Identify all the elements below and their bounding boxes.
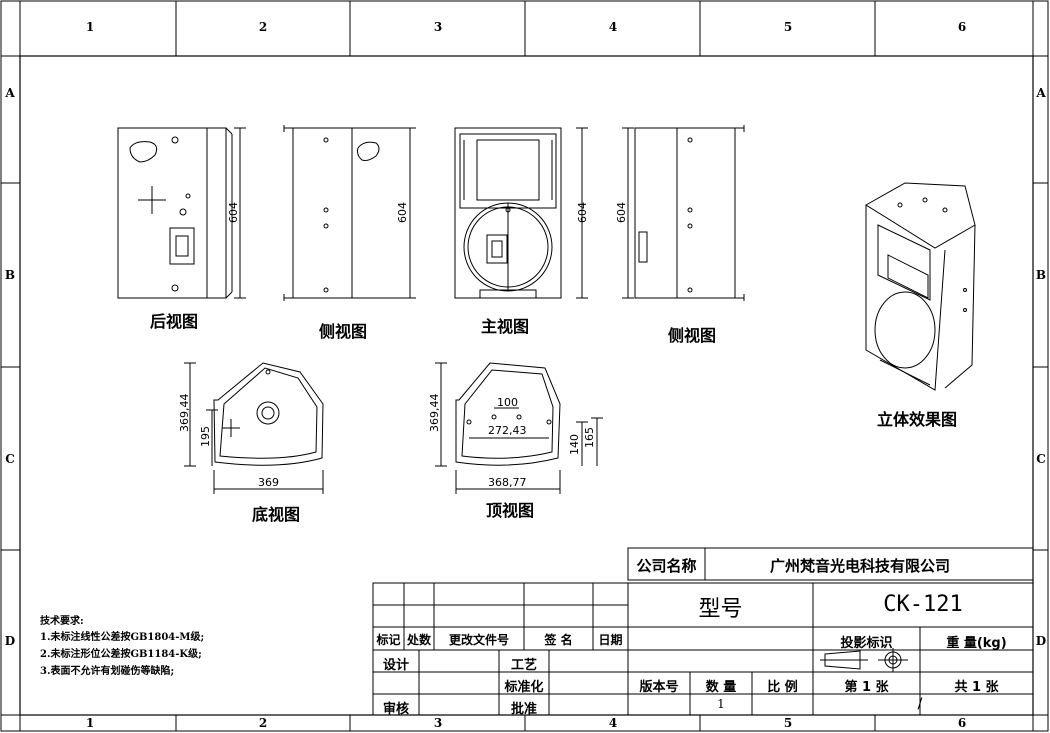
rear-dim <box>234 127 246 299</box>
quantity-value: 1 <box>717 697 725 711</box>
zone-row-d-right: D <box>1035 634 1047 648</box>
front-view-drawing <box>454 127 562 299</box>
zone-col-1-top: 1 <box>85 20 95 34</box>
weight-label: 重 量(kg) <box>946 636 1007 651</box>
model-value: CK-121 <box>883 592 963 617</box>
top-offset-140-dim: 140 <box>568 434 581 455</box>
top-view-drawing <box>455 362 561 466</box>
zone-col-2-top: 2 <box>258 20 268 34</box>
mark-header: 标记 <box>376 633 401 647</box>
approve-label: 批准 <box>510 702 537 717</box>
rear-view-label: 后视图 <box>150 312 199 331</box>
side-view-left-label: 侧视图 <box>319 322 368 341</box>
side-view-left-drawing <box>283 125 411 301</box>
bottom-offset-dim: 195 <box>199 426 212 447</box>
design-label: 设计 <box>382 658 409 673</box>
zone-row-d-left: D <box>4 634 16 648</box>
top-depth-dim: 369,44 <box>428 394 441 433</box>
review-label: 审核 <box>382 702 409 717</box>
change-doc-header: 更改文件号 <box>448 633 509 647</box>
side-dim-1 <box>404 127 416 299</box>
zone-row-c-left: C <box>5 452 15 466</box>
tech-req-item-1: 1.未标注线性公差按GB1804-M级; <box>40 632 205 643</box>
bottom-view-label: 底视图 <box>252 505 301 524</box>
zone-row-a-left: A <box>5 86 15 100</box>
title-block-grid <box>372 547 1034 716</box>
zone-col-3-top: 3 <box>433 20 443 34</box>
side-dim-2 <box>622 127 634 299</box>
iso-view-label: 立体效果图 <box>877 410 958 429</box>
zone-col-4-top: 4 <box>608 20 618 34</box>
top-width-dim: 368,77 <box>488 476 527 489</box>
tech-req-item-2: 2.未标注形位公差按GB1184-K级; <box>40 649 202 660</box>
zone-col-6-top: 6 <box>957 20 967 34</box>
front-height-dim: 604 <box>576 202 589 223</box>
company-name: 广州梵音光电科技有限公司 <box>769 557 950 575</box>
front-view-label: 主视图 <box>481 317 530 336</box>
zone-row-a-right: A <box>1036 86 1046 100</box>
bottom-depth-dim: 369,44 <box>178 394 191 433</box>
projection-symbol-icon <box>820 648 908 672</box>
zone-col-2-bottom: 2 <box>258 716 268 730</box>
tech-req-item-3: 3.表面不允许有划碰伤等缺陷; <box>40 666 175 677</box>
version-label: 版本号 <box>639 680 679 695</box>
process-label: 工艺 <box>510 658 537 673</box>
top-offset-165-dim: 165 <box>583 427 596 448</box>
date-header: 日期 <box>598 633 623 647</box>
weight-value-slash: / <box>917 696 923 712</box>
side-view-right-drawing <box>634 125 745 301</box>
bottom-width-dim: 369 <box>258 476 279 489</box>
company-label: 公司名称 <box>636 557 697 575</box>
signature-header: 签 名 <box>544 633 573 647</box>
top-dims <box>435 362 603 494</box>
top-view-label: 顶视图 <box>486 501 535 520</box>
zone-row-b-right: B <box>1035 268 1047 282</box>
iso-view-drawing <box>865 182 976 391</box>
top-hole-272-dim: 272,43 <box>488 424 527 437</box>
place-header: 处数 <box>406 633 431 647</box>
bottom-dims <box>184 362 324 494</box>
side-view-right-label: 侧视图 <box>668 326 717 345</box>
front-dim <box>576 127 588 299</box>
side-height-dim: 604 <box>396 202 409 223</box>
model-label: 型号 <box>698 597 743 622</box>
standard-label: 标准化 <box>504 680 544 695</box>
rear-height-dim: 604 <box>227 202 240 223</box>
zone-row-c-right: C <box>1036 452 1046 466</box>
zone-row-b-left: B <box>4 268 16 282</box>
quantity-label: 数 量 <box>705 680 737 695</box>
top-hole-100-dim: 100 <box>497 396 518 409</box>
zone-col-6-bottom: 6 <box>957 716 967 730</box>
scale-label: 比 例 <box>767 680 798 695</box>
zone-col-3-bottom: 3 <box>433 716 443 730</box>
side2-height-dim: 604 <box>615 202 628 223</box>
zone-col-5-bottom: 5 <box>783 716 793 730</box>
sheet-number: 第 1 张 <box>844 680 889 695</box>
bottom-view-drawing <box>213 362 324 466</box>
sheet-total: 共 1 张 <box>954 680 999 695</box>
tech-req-title: 技术要求: <box>40 616 84 627</box>
zone-col-1-bottom: 1 <box>85 716 95 730</box>
projection-label: 投影标识 <box>840 636 893 651</box>
zone-col-4-bottom: 4 <box>608 716 618 730</box>
zone-col-5-top: 5 <box>783 20 793 34</box>
rear-view-drawing <box>117 127 233 299</box>
